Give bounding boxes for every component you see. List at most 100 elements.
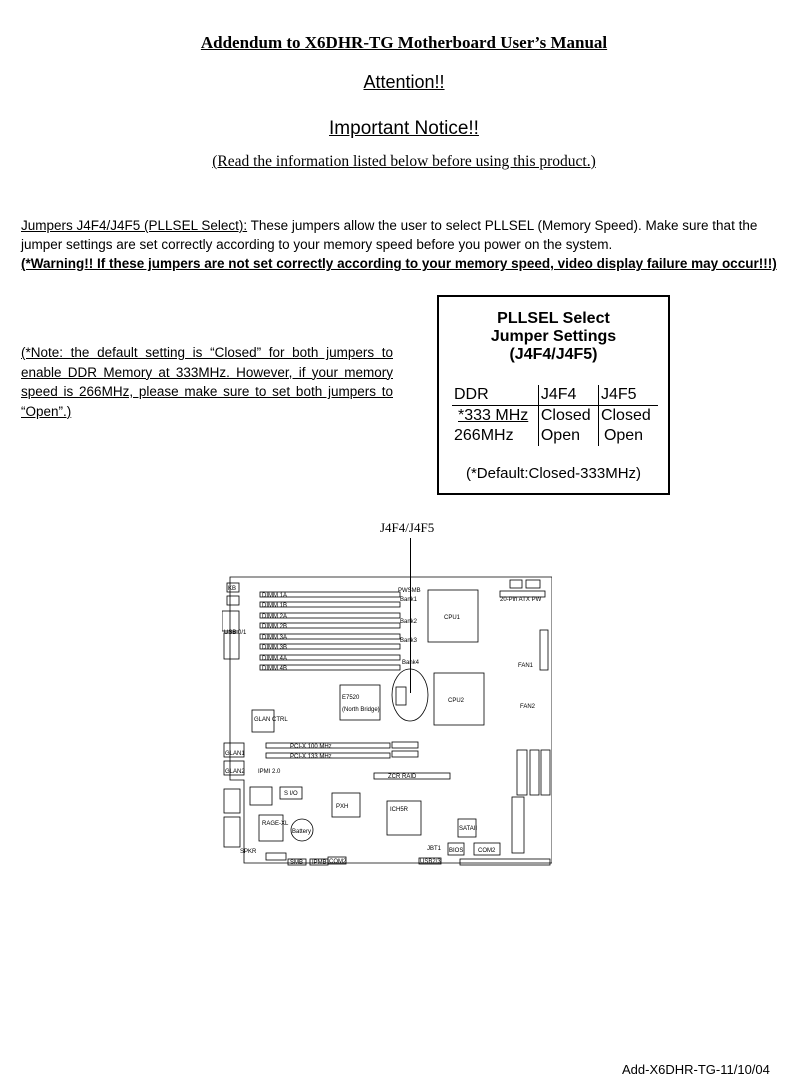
kb-label: KB: [228, 586, 236, 592]
ide1-connector: [540, 749, 551, 796]
com1-port: [223, 632, 240, 660]
front-headers: [459, 858, 551, 866]
document-id: Add-X6DHR-TG-11/10/04: [622, 1062, 770, 1077]
pxh-label: PXH: [336, 804, 348, 810]
bank2-label: Bank2: [400, 619, 418, 625]
default-setting-note: (*Default:Closed-333MHz): [465, 465, 642, 482]
bank4-label: Bank4: [402, 660, 420, 666]
sio-label: S I/O: [284, 791, 298, 797]
table-cell: Closed: [537, 405, 599, 426]
pcie-slot: [391, 741, 419, 749]
dimm4b-label: DIMM 4B: [262, 666, 287, 672]
zcr-label: ZCR RAID: [388, 774, 417, 780]
settings-title-line2: Jumper Settings: [490, 328, 617, 345]
bank3-label: Bank3: [400, 638, 418, 644]
pwsmb-label: PWSMB: [398, 588, 421, 594]
dimm-slot: [259, 664, 401, 671]
glan2-label: GLAN2: [225, 769, 245, 775]
ich5r-label: ICH5R: [390, 807, 409, 813]
sataii-label: SATAII: [459, 826, 477, 832]
jumper-heading: Jumpers J4F4/J4F5 (PLLSEL Select):: [21, 218, 248, 233]
dimm2a-label: DIMM 2A: [262, 614, 287, 620]
battery: [290, 818, 314, 842]
table-cell: Open: [597, 426, 658, 446]
cpu1-socket: [427, 589, 479, 643]
glan1-label: GLAN1: [225, 751, 245, 757]
glan1-port: [223, 742, 245, 758]
pxh-chip: [331, 792, 361, 818]
settings-box-title: PLLSEL Select Jumper Settings (J4F4/J4F5…: [439, 310, 668, 364]
battery-label: Battery: [292, 829, 311, 835]
settings-title-line3: (J4F4/J4F5): [509, 346, 598, 363]
pointer-line: [410, 538, 411, 693]
ipmb-label: IPMB: [312, 860, 327, 866]
dimm-slot: [259, 643, 401, 650]
col-header-ddr: DDR: [452, 385, 539, 406]
pcie-slot: [391, 750, 419, 758]
power-4pin: [509, 579, 523, 589]
northbridge-label: (North Bridge): [342, 707, 380, 713]
sio-chip: [279, 786, 303, 800]
dimm4a-label: DIMM 4A: [262, 656, 287, 662]
dimm-slot: [259, 654, 401, 661]
spkr-label: SPKR: [240, 849, 257, 855]
com2-bottom: [327, 856, 347, 865]
fan2-label: FAN2: [520, 704, 536, 710]
bank1-label: Bank1: [400, 597, 418, 603]
dimm1b-label: DIMM 1B: [262, 603, 287, 609]
table-row: *333 MHz Closed Closed: [452, 405, 658, 426]
ide2-connector: [529, 749, 540, 796]
dimm1a-label: DIMM 1A: [262, 593, 287, 599]
dimm-slot: [259, 622, 401, 629]
smb-header: [287, 858, 307, 866]
settings-box: PLLSEL Select Jumper Settings (J4F4/J4F5…: [437, 295, 670, 495]
cpu2-label: CPU2: [448, 698, 465, 704]
atx-label: 20-Pin ATX PW: [500, 597, 542, 603]
kb-port: [226, 582, 240, 593]
j4f4-jumper: [395, 686, 407, 706]
dimm-slot: [259, 591, 401, 598]
com2-header: [473, 842, 501, 856]
settings-table: DDR J4F4 J4F5 *333 MHz Closed Closed 266…: [452, 385, 658, 446]
fan1-label: FAN1: [518, 663, 534, 669]
cpu1-label: CPU1: [444, 615, 461, 621]
table-cell: 266MHz: [454, 427, 514, 444]
marvell-sata: [511, 796, 525, 854]
board-outline: [229, 576, 552, 864]
warning-text: (*Warning!! If these jumpers are not set…: [21, 256, 777, 271]
glan2-port: [223, 760, 245, 776]
default-note: (*Note: the default setting is “Closed” …: [21, 345, 393, 419]
mouse-port: [226, 595, 240, 606]
table-cell: *333 MHz: [458, 407, 529, 424]
usb23-header: [418, 857, 442, 865]
table-cell: Closed: [597, 405, 658, 426]
col-header-j4f5: J4F5: [597, 385, 658, 406]
dimm3a-label: DIMM 3A: [262, 635, 287, 641]
jumper-highlight: [391, 668, 429, 722]
pcix133-label: PCI-X 133 MHz: [290, 754, 332, 760]
jpg1-header: [265, 852, 287, 861]
ipmi-label: IPMI 2.0: [258, 769, 281, 775]
dimm-slot: [259, 601, 401, 608]
jumper-text: These jumpers allow the user to select P…: [21, 218, 758, 252]
power-8pin: [525, 579, 541, 589]
col-header-j4f4: J4F4: [537, 385, 599, 406]
pcix-slot: [265, 752, 391, 759]
bios-chip: [447, 842, 465, 856]
glan-ctrl-chip: [251, 709, 275, 733]
north-bridge: [339, 684, 381, 721]
graphic-memory: [249, 786, 273, 806]
e7520-label: E7520: [342, 695, 360, 701]
attention-heading: Attention!!: [363, 72, 445, 92]
dimm-slot: [259, 612, 401, 619]
settings-title-line1: PLLSEL Select: [497, 310, 610, 327]
jbt1-label: JBT1: [427, 846, 442, 852]
pcix100-label: PCI-X 100 MHz: [290, 744, 332, 750]
sata-port: [223, 816, 241, 848]
vga-port: [223, 788, 241, 814]
com2b-label: COM2: [478, 848, 496, 854]
usb-label: USB 0/1: [224, 630, 247, 636]
dimm2b-label: DIMM 2B: [262, 624, 287, 630]
bios-label: BIOS: [449, 848, 463, 854]
fp-ctrl: [539, 629, 549, 671]
